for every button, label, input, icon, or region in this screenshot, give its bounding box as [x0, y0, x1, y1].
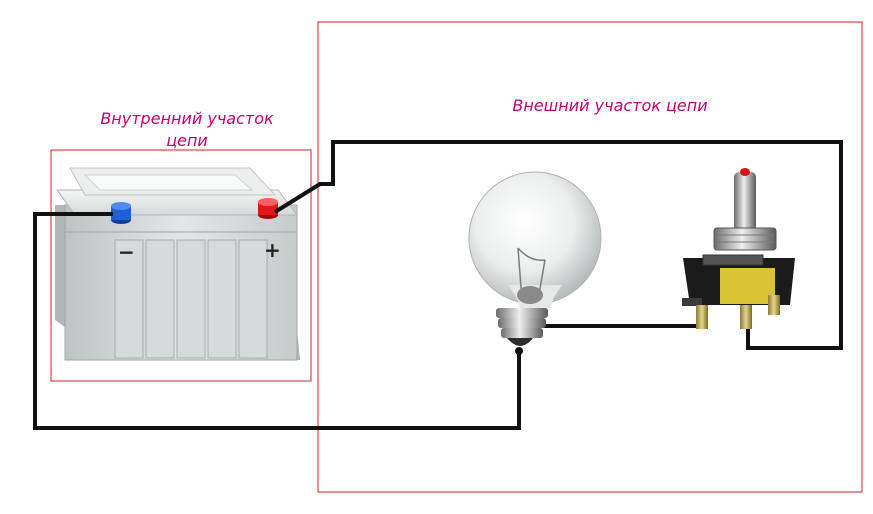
external-section-label: Внешний участок цепи [512, 96, 708, 115]
wire-positive-to-switch [273, 140, 843, 350]
minus-sign: − [118, 240, 135, 264]
internal-section-label-line2: цепи [166, 131, 208, 150]
external-section-frame [317, 21, 863, 493]
internal-section-label-line1: Внутренний участок [100, 109, 274, 128]
internal-section-label: Внутренний участок цепи [82, 108, 292, 152]
toggle-switch-icon [682, 168, 795, 329]
wire-switch-to-bulb [543, 322, 706, 328]
plus-sign: + [264, 238, 281, 262]
battery-icon [55, 167, 300, 361]
negative-terminal [111, 202, 131, 224]
internal-section-frame [50, 149, 312, 382]
light-bulb-icon [468, 171, 602, 355]
positive-terminal [258, 198, 278, 219]
wire-bulb-to-negative [33, 212, 521, 430]
